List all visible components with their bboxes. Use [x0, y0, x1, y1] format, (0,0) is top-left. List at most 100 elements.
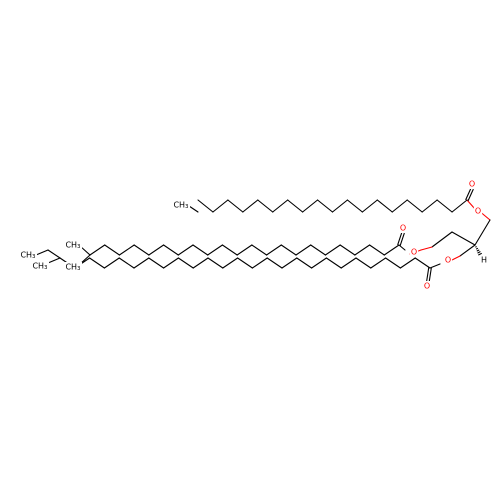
label-background [443, 255, 453, 265]
bond-carbonyl [399, 232, 405, 246]
bond-backbone [474, 219, 491, 246]
ester1-ether-oxygen: O [475, 207, 481, 216]
chain3-bond [370, 257, 387, 269]
chain1-bond [272, 199, 289, 213]
bond-layer [35, 187, 491, 282]
chain3-bond [133, 257, 150, 269]
chain2-bond [221, 244, 238, 256]
chain2-bond [192, 244, 209, 256]
bond-c-o [420, 246, 433, 251]
chain2-bond [236, 244, 253, 256]
stereo-hydrogen: H [481, 256, 487, 265]
chain3-bond [47, 249, 61, 259]
chain2-bond [324, 244, 341, 256]
bond-backbone [431, 231, 453, 248]
label-background [467, 179, 477, 189]
chain3-bond [266, 257, 283, 269]
chain2-bond [118, 244, 135, 256]
chain2-bond [133, 244, 150, 256]
chain1-bond [451, 199, 468, 213]
chain2-bond [266, 244, 282, 256]
chain2-bond [148, 244, 165, 256]
stereo-hash [475, 247, 479, 250]
chain1-bond [317, 199, 334, 213]
chain2-bond [310, 244, 326, 256]
label-background [479, 255, 489, 265]
chain2-bond [104, 244, 120, 256]
chain1-bond [421, 199, 438, 213]
bond-carbonyl [465, 187, 472, 201]
chain2-bond [369, 244, 385, 256]
chain3-bond [325, 257, 342, 269]
chain3-bond [207, 257, 224, 269]
chain1-bond [257, 199, 274, 213]
bond-ester [429, 263, 441, 269]
chain3-bond [192, 257, 209, 269]
chain2-bond [383, 244, 400, 256]
ester3-ether-oxygen: O [445, 256, 451, 265]
ester2-carbonyl-oxygen: O [400, 224, 406, 233]
chain1-bond [376, 199, 393, 213]
chain1-bond [287, 199, 304, 213]
chain1-bond [302, 199, 319, 213]
label-background [31, 261, 50, 272]
chain2-bond [354, 244, 371, 256]
chain2-branch-methyl-top: CH3 [65, 241, 81, 251]
chain1-bond [346, 199, 363, 213]
chain3-bond [355, 257, 372, 269]
chain1-bond [227, 199, 244, 213]
chain2-bond [89, 244, 106, 256]
stereo-hash [478, 252, 482, 256]
label-background [64, 240, 83, 251]
ester1-carbonyl-oxygen: O [469, 180, 475, 189]
chain3-bond [237, 257, 253, 269]
chain1-bond [436, 199, 453, 213]
chain3-bond [163, 257, 179, 269]
chain1-bond [331, 199, 348, 213]
ester2-ether-oxygen: O [411, 248, 417, 257]
chain1-bond [212, 199, 229, 213]
bond-carbonyl [426, 267, 430, 282]
label-background [172, 200, 191, 211]
chain3-bond [89, 257, 105, 269]
chain3-bond [177, 257, 194, 269]
stereo-hash [477, 251, 481, 254]
label-background [64, 262, 83, 273]
chain3-bond [296, 257, 313, 269]
chain3-bond [148, 257, 165, 269]
chain2-bond [207, 244, 223, 256]
chain2-bond [280, 244, 297, 256]
bond-carbonyl [428, 267, 432, 282]
label-background [398, 223, 408, 233]
chain1-bond [406, 199, 423, 213]
label-background [422, 281, 432, 291]
bond-c-o [451, 255, 461, 261]
bond-backbone [451, 231, 476, 246]
chain2-bond [339, 244, 356, 256]
chain3-ethyl-terminal-methyl: CH3 [20, 251, 36, 261]
chain3-bond [35, 249, 49, 256]
chain3-bond [222, 257, 239, 269]
chain3-bond [340, 257, 357, 269]
chain3-bond [103, 257, 120, 269]
label-background [473, 206, 483, 216]
chain2-bond [163, 244, 179, 256]
label-background [19, 250, 38, 261]
bond-backbone [459, 244, 476, 257]
chain3-bond [281, 257, 298, 269]
chain1-bond [188, 205, 199, 213]
chain3-bond [399, 257, 416, 269]
chain3-branch-methyl: CH3 [32, 262, 48, 272]
chain3-bond [385, 257, 401, 269]
stereo-hash [476, 249, 480, 252]
bond-c-o [466, 199, 476, 210]
chain1-bond [197, 199, 214, 213]
chain3-bond [47, 257, 61, 264]
chain2-branch-methyl-bottom: CH3 [65, 263, 81, 273]
chain1-bond [242, 199, 259, 213]
bond-carbonyl [467, 188, 474, 202]
chain3-bond [311, 257, 327, 269]
label-background [409, 247, 419, 257]
